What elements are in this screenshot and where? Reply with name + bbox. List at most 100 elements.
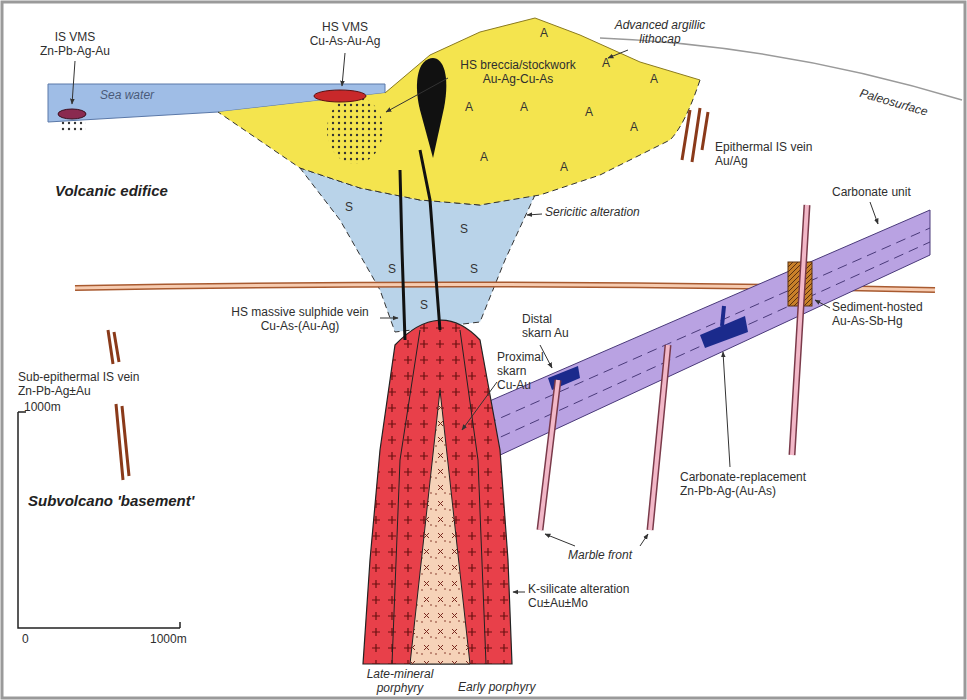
label-word: 1000m [24,400,61,414]
scale-number: 1000m [150,632,187,646]
label-word: Sea [100,88,121,102]
label-word: VMS [69,30,95,44]
label-word: edifice [120,182,168,199]
label-word: Late-mineral [367,667,434,681]
label-word: unit [891,185,910,199]
label-word: Paleosurface [858,86,929,119]
is-vms-lens [58,109,86,119]
label-word: Marble [568,548,605,562]
alteration-symbol: A [520,100,528,114]
label-word: Cu-As-Au-Ag [310,34,381,48]
label-word: IS [776,140,787,154]
label-word: A [560,160,568,174]
label-word: vein [790,140,812,154]
k-silicate-porphyry [363,320,512,664]
deposit-label: Carbonate-replacement Zn-Pb-Ag-(Au-As) [680,470,825,498]
label-word: water [125,88,154,102]
label-word: lithocap [639,32,680,46]
label-word: vein [117,370,139,384]
carbonate-unit [425,210,930,490]
label-word: Distal [522,312,552,326]
deposit-label: Distal skarn Au [522,312,577,340]
deposit-label: HS breccia/stockwork Au-Ag-Cu-As [451,58,586,86]
label-word: 1000m [150,632,187,646]
label-word: Cu±Au±Mo [528,596,588,610]
deposit-label: HS massive sulphide vein Cu-As-(Au-Ag) [225,305,375,333]
label-word: A [630,120,638,134]
label-word: Sub-epithermal [18,370,99,384]
label-word: HS [460,58,477,72]
label-word: Advanced [615,18,668,32]
label-word: IS [55,30,66,44]
label-word: 0 [22,632,29,646]
deposit-label: Sub-epithermal IS vein Zn-Pb-Ag±Au [18,370,153,398]
label-word: A [602,56,610,70]
domain-label: Volcanic edifice [55,182,168,200]
unit-label: Carbonate unit [832,185,911,199]
advanced-argillic-lithocap [218,18,700,205]
label-word: A [465,100,473,114]
label-word: Au-Ag-Cu-As [483,72,554,86]
label-word: sulphide [299,305,344,319]
label-word: porphyry [489,680,536,694]
label-word: HS [231,305,248,319]
label-word: argillic [671,18,705,32]
scale-bar [18,412,180,628]
label-word: porphyry [377,681,424,695]
zone-label: Sericitic alteration [545,205,640,219]
label-word: Zn-Pb-Ag-(Au-As) [680,484,776,498]
epithermal-vein [682,108,708,162]
label-word: vein [347,305,369,319]
label-word: Zn-Pb-Ag±Au [18,384,91,398]
alteration-symbol: A [560,160,568,174]
label-word: HS [322,20,339,34]
zone-label: Marble front [568,548,632,562]
rock-label: Early porphyry [458,680,535,694]
zone-label: Advanced argillic lithocap [608,18,713,46]
label-word: S [460,222,468,236]
distal-skarn [548,366,580,390]
label-word: massive [251,305,295,319]
label-word: Cu-Au [497,378,531,392]
alteration-symbol: A [602,56,610,70]
label-word: Sericitic [545,205,587,219]
label-word: Sediment-hosted [832,300,923,314]
label-word: Volcanic [55,182,116,199]
label-word: breccia/stockwork [480,58,575,72]
label-word: VMS [342,20,368,34]
label-word: Carbonate [832,185,888,199]
deposit-label: Epithermal IS vein Au/Ag [715,140,827,168]
label-word: K-silicate [528,582,577,596]
label-word: Early [458,680,485,694]
label-word: A [540,26,548,40]
rock-label: Late-mineral porphyry [358,667,443,695]
scale-number: 0 [22,632,29,646]
label-word: S [388,262,396,276]
stockwork [327,96,383,164]
label-word: Au [554,326,569,340]
dikes [540,205,807,530]
label-word: A [520,100,528,114]
label-word: A [480,150,488,164]
alteration-symbol: S [470,262,478,276]
deposit-label: HS VMS Cu-As-Au-Ag [303,20,388,48]
label-word: Au-As-Sb-Hg [832,314,903,328]
label-word: skarn [497,364,526,378]
label-word: front [608,548,632,562]
alteration-symbol: A [540,26,548,40]
deposit-label: Proximal skarn Cu-Au [497,350,552,392]
surface-label: Paleosurface [858,86,929,119]
domain-label: Subvolcano 'basement' [28,492,194,510]
scale-number: 1000m [24,400,61,414]
label-word: S [470,262,478,276]
label-word: Au/Ag [715,154,748,168]
massive-sulphide-vein [400,170,405,340]
leader-lines [72,50,878,592]
deposit-label: IS VMS Zn-Pb-Ag-Au [35,30,115,58]
label-word: A [585,105,593,119]
hs-vms-lens [314,90,366,102]
label-word: Proximal [497,350,544,364]
alteration-symbol: S [420,298,428,312]
